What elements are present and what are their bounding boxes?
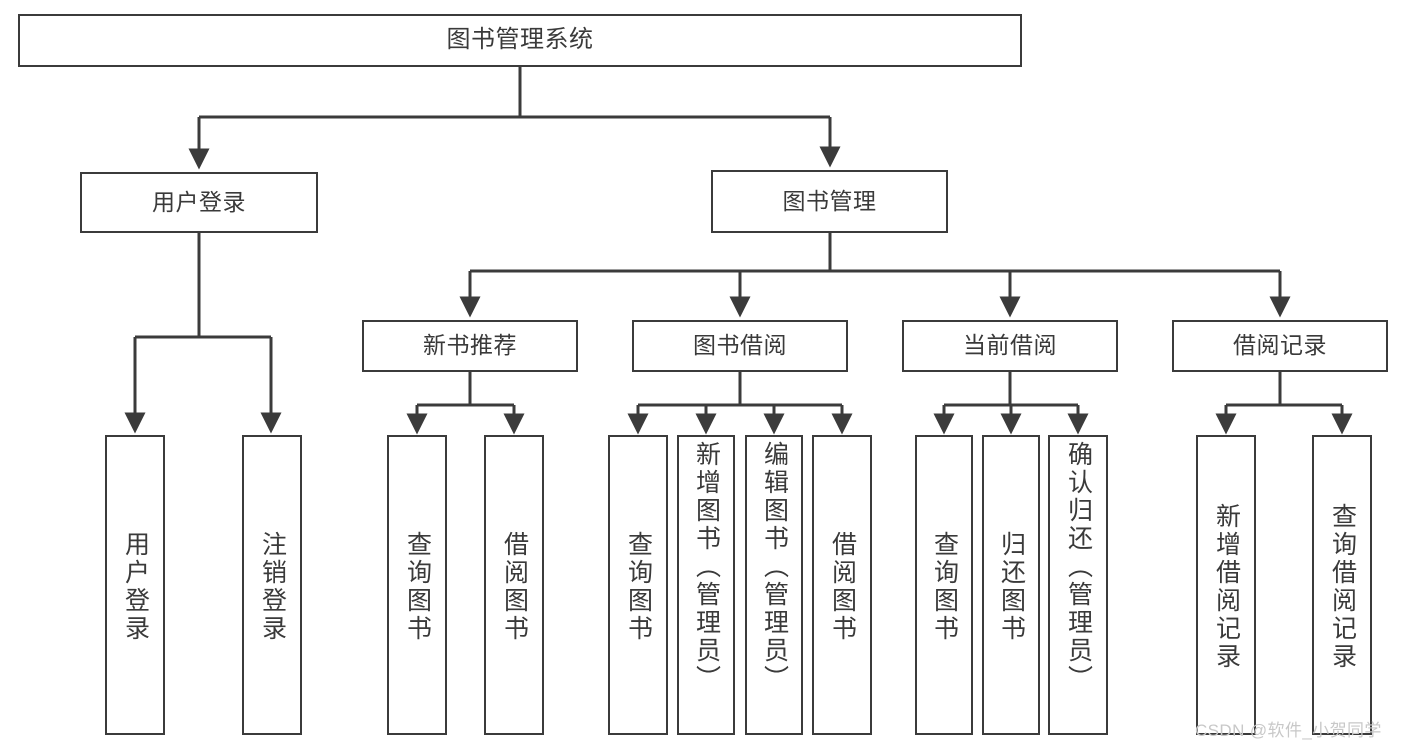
node-book-borrow[interactable]: 图书借阅 <box>632 320 848 372</box>
node-leaf-query-book-2[interactable]: 查询图书 <box>608 435 668 735</box>
node-label: 新书推荐 <box>423 332 517 359</box>
node-label: 新增图书（管理员） <box>692 441 721 693</box>
node-leaf-add-book-admin[interactable]: 新增图书（管理员） <box>677 435 735 735</box>
node-leaf-logout-login[interactable]: 注销登录 <box>242 435 302 735</box>
node-leaf-query-borrow-record[interactable]: 查询借阅记录 <box>1312 435 1372 735</box>
node-label: 图书管理 <box>782 187 877 214</box>
node-label: 确认归还（管理员） <box>1064 441 1093 693</box>
node-label: 查询借阅记录 <box>1328 503 1357 671</box>
node-new-book-recommend[interactable]: 新书推荐 <box>362 320 578 372</box>
node-root-system[interactable]: 图书管理系统 <box>18 14 1022 67</box>
node-label: 用户登录 <box>121 531 150 643</box>
node-current-borrow[interactable]: 当前借阅 <box>902 320 1118 372</box>
node-label: 借阅记录 <box>1233 332 1327 359</box>
node-label: 查询图书 <box>403 531 432 643</box>
node-label: 当前借阅 <box>963 332 1057 359</box>
node-leaf-confirm-return-admin[interactable]: 确认归还（管理员） <box>1048 435 1108 735</box>
node-leaf-query-book-3[interactable]: 查询图书 <box>915 435 973 735</box>
node-leaf-borrow-book-1[interactable]: 借阅图书 <box>484 435 544 735</box>
node-label: 图书借阅 <box>693 332 787 359</box>
node-leaf-edit-book-admin[interactable]: 编辑图书（管理员） <box>745 435 803 735</box>
node-label: 新增借阅记录 <box>1212 503 1241 671</box>
node-leaf-user-login[interactable]: 用户登录 <box>105 435 165 735</box>
node-label: 注销登录 <box>258 531 287 643</box>
node-label: 用户登录 <box>152 188 246 215</box>
node-label: 借阅图书 <box>500 531 529 643</box>
node-leaf-return-book[interactable]: 归还图书 <box>982 435 1040 735</box>
node-label: 编辑图书（管理员） <box>760 441 789 693</box>
node-label: 归还图书 <box>997 531 1026 643</box>
node-book-manage[interactable]: 图书管理 <box>711 170 948 233</box>
node-leaf-query-book-1[interactable]: 查询图书 <box>387 435 447 735</box>
node-leaf-add-borrow-record[interactable]: 新增借阅记录 <box>1196 435 1256 735</box>
node-label: 查询图书 <box>624 531 653 643</box>
node-label: 查询图书 <box>930 531 959 643</box>
node-label: 借阅图书 <box>828 531 857 643</box>
node-leaf-borrow-book-2[interactable]: 借阅图书 <box>812 435 872 735</box>
node-borrow-record[interactable]: 借阅记录 <box>1172 320 1388 372</box>
node-label: 图书管理系统 <box>446 26 594 54</box>
node-user-login[interactable]: 用户登录 <box>80 172 318 233</box>
